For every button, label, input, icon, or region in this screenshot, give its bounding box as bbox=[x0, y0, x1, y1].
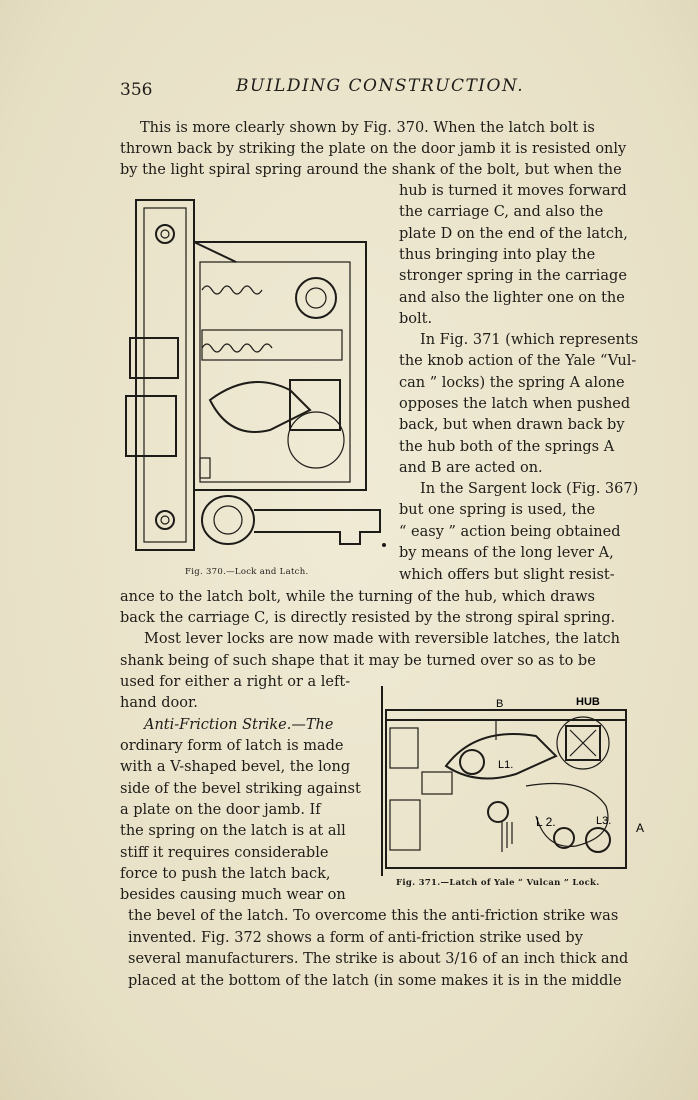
text-line: back, but when drawn back by bbox=[399, 417, 625, 433]
text-line: and also the lighter one on the bbox=[399, 290, 625, 306]
text-line: “ easy ” action being obtained bbox=[399, 524, 621, 540]
figure-371-yale-latch: B HUB L1. L 2. L3. A bbox=[381, 686, 644, 876]
text-line: ance to the latch bolt, while the turnin… bbox=[120, 589, 595, 605]
text-line: This is more clearly shown by Fig. 370. … bbox=[140, 120, 595, 136]
text-line: invented. Fig. 372 shows a form of anti-… bbox=[128, 930, 583, 946]
section-heading: Anti-Friction Strike.—The bbox=[144, 717, 334, 733]
text-line: the hub both of the springs A bbox=[399, 439, 615, 455]
text-line: by means of the long lever A, bbox=[399, 545, 614, 561]
label-l2: L 2. bbox=[536, 815, 556, 829]
text-line: bolt. bbox=[399, 311, 433, 327]
label-a: A bbox=[636, 821, 644, 835]
text-line: and B are acted on. bbox=[399, 460, 543, 476]
label-l3: L3. bbox=[596, 815, 611, 827]
text-line: opposes the latch when pushed bbox=[399, 396, 631, 412]
running-title: BUILDING CONSTRUCTION. bbox=[236, 76, 525, 96]
label-hub: HUB bbox=[576, 696, 600, 708]
text-line: which offers but slight resist- bbox=[399, 567, 615, 583]
page-number: 356 bbox=[120, 80, 153, 100]
text-line: plate D on the end of the latch, bbox=[399, 226, 628, 242]
text-line: shank being of such shape that it may be… bbox=[120, 653, 596, 669]
text-line: besides causing much wear on bbox=[120, 887, 346, 903]
text-line: several manufacturers. The strike is abo… bbox=[128, 951, 629, 967]
figure-370-caption: Fig. 370.—Lock and Latch. bbox=[185, 567, 309, 577]
text-line: hand door. bbox=[120, 695, 198, 711]
text-line: but one spring is used, the bbox=[399, 502, 596, 518]
text-line: In Fig. 371 (which represents bbox=[420, 332, 639, 348]
text-line: stronger spring in the carriage bbox=[399, 268, 627, 284]
text-line: ordinary form of latch is made bbox=[120, 738, 344, 754]
text-line: can ” locks) the spring A alone bbox=[399, 375, 625, 391]
label-l1: L1. bbox=[498, 759, 513, 771]
label-b: B bbox=[496, 698, 503, 710]
text-line: thus bringing into play the bbox=[399, 247, 596, 263]
text-line: In the Sargent lock (Fig. 367) bbox=[420, 481, 639, 497]
text-line: with a V-shaped bevel, the long bbox=[120, 759, 351, 775]
text-line: side of the bevel striking against bbox=[120, 781, 361, 797]
text-line: back the carriage C, is directly resiste… bbox=[120, 610, 616, 626]
text-line: stiff it requires considerable bbox=[120, 845, 329, 861]
figure-370-lock-and-latch bbox=[125, 199, 386, 551]
text-line: the bevel of the latch. To overcome this… bbox=[128, 908, 619, 924]
figure-371-caption: Fig. 371.—Latch of Yale “ Vulcan ” Lock. bbox=[396, 878, 600, 888]
text-line: Most lever locks are now made with rever… bbox=[144, 631, 620, 647]
text-line: the spring on the latch is at all bbox=[120, 823, 346, 839]
text-line: the carriage C, and also the bbox=[399, 204, 604, 220]
text-line: thrown back by striking the plate on the… bbox=[120, 141, 627, 157]
text-line: a plate on the door jamb. If bbox=[120, 802, 321, 818]
text-line: hub is turned it moves forward bbox=[399, 183, 627, 199]
text-line: placed at the bottom of the latch (in so… bbox=[128, 973, 622, 989]
text-line: used for either a right or a left- bbox=[120, 674, 351, 690]
text-line: the knob action of the Yale “Vul- bbox=[399, 353, 637, 369]
text-line: by the light spiral spring around the sh… bbox=[120, 162, 622, 178]
text-line: force to push the latch back, bbox=[120, 866, 331, 882]
